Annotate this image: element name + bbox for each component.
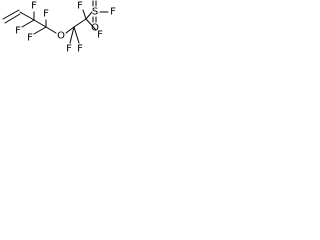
atom-f-c1-top: F: [77, 1, 83, 12]
atom-f-c2-bottom: F: [27, 33, 33, 44]
molecule-drawing: F F F F O S O O F F F F F: [2, 0, 116, 55]
bond-c1-f-bottom-left: [69, 26, 75, 44]
bond-vinyl-c4-c3: [19, 11, 35, 21]
bond-c1-cs: [73, 18, 87, 28]
bond-o-c1: [65, 26, 75, 34]
atom-o-ether: O: [57, 31, 65, 42]
atom-f-cs-bottom: F: [97, 30, 103, 41]
bond-c2-o: [45, 26, 57, 34]
atom-s-sulfonyl: S: [92, 7, 98, 18]
atom-f-c2-top: F: [43, 9, 49, 20]
structure-diagram: F F F F O S O O F F F F F: [0, 0, 117, 76]
atom-f-c1-bottom-left: F: [66, 44, 72, 55]
bond-cs-f-top-left: [82, 9, 87, 20]
bond-vinyl-double-a: [2, 9, 20, 20]
bond-vinyl-double-b: [4, 13, 21, 24]
bond-cs-f-bottom: [85, 18, 97, 31]
bond-c1-f-bottom-right: [73, 26, 80, 44]
atom-f-c3-left: F: [15, 26, 21, 37]
atom-o-s-top: O: [91, 0, 99, 3]
bond-c2-f-bottom: [33, 26, 47, 35]
bond-c3-c2: [33, 19, 47, 28]
atom-f-c1-bottom-right: F: [77, 44, 83, 55]
bond-c3-f-left: [21, 19, 35, 28]
bond-cs-s: [85, 11, 93, 20]
atom-o-s-bottom: O: [91, 23, 99, 34]
atom-f-c3-top: F: [31, 1, 37, 12]
atom-f-s: F: [110, 7, 116, 18]
